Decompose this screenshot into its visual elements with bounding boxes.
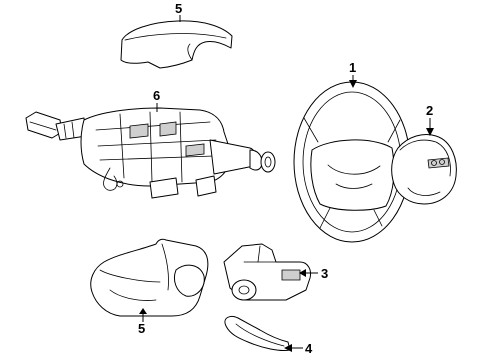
callout-2: 2 xyxy=(426,103,433,118)
callout-6: 6 xyxy=(153,88,160,103)
ignition-lock-housing xyxy=(223,243,311,301)
upper-column-shroud xyxy=(120,20,233,69)
callout-1: 1 xyxy=(349,60,356,75)
air-bag-module xyxy=(391,134,457,205)
callout-3: 3 xyxy=(321,266,328,281)
steering-column-assembly xyxy=(25,107,276,199)
callout-4: 4 xyxy=(305,341,313,356)
lower-trim-cover xyxy=(224,315,291,351)
callout-5-bottom: 5 xyxy=(138,321,145,336)
lower-column-shroud xyxy=(90,238,209,317)
callout-5-top: 5 xyxy=(175,1,182,16)
leader-lines xyxy=(139,15,434,352)
steering-wheel xyxy=(293,81,411,243)
